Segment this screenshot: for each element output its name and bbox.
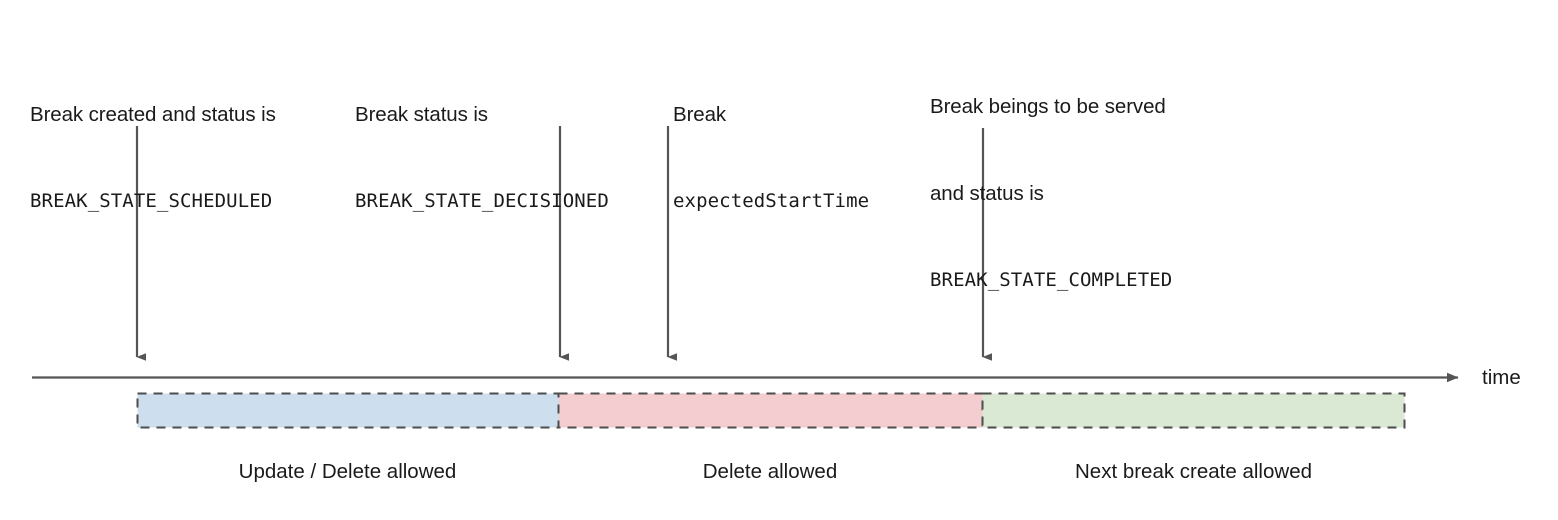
annotation-expected-start-time: Break expectedStartTime [673, 42, 869, 274]
annotation-completed: Break beings to be served and status is … [930, 34, 1172, 353]
phase-segment-update-delete [136, 392, 560, 429]
annotation-completed-line2: and status is [930, 182, 1044, 205]
phase-segment-next-break-create [981, 392, 1406, 429]
annotation-decisioned-state: BREAK_STATE_DECISIONED [355, 190, 609, 212]
annotation-scheduled-line1: Break created and status is [30, 103, 276, 126]
caption-next-break-create-allowed: Next break create allowed [1074, 460, 1312, 483]
annotation-completed-line1: Break beings to be served [930, 95, 1166, 118]
time-axis-label: time [1482, 366, 1521, 389]
annotation-scheduled: Break created and status is BREAK_STATE_… [30, 42, 276, 274]
annotation-expected-start-time-line1: Break [673, 103, 727, 126]
annotation-expected-start-time-field: expectedStartTime [673, 190, 870, 212]
phase-segment-delete [557, 392, 984, 429]
annotation-decisioned-line1: Break status is [355, 103, 488, 126]
annotation-decisioned: Break status is BREAK_STATE_DECISIONED [355, 42, 609, 274]
caption-update-delete-allowed: Update / Delete allowed [238, 460, 457, 483]
caption-delete-allowed: Delete allowed [702, 460, 838, 483]
annotation-scheduled-state: BREAK_STATE_SCHEDULED [30, 190, 273, 212]
annotation-completed-state: BREAK_STATE_COMPLETED [930, 269, 1173, 291]
